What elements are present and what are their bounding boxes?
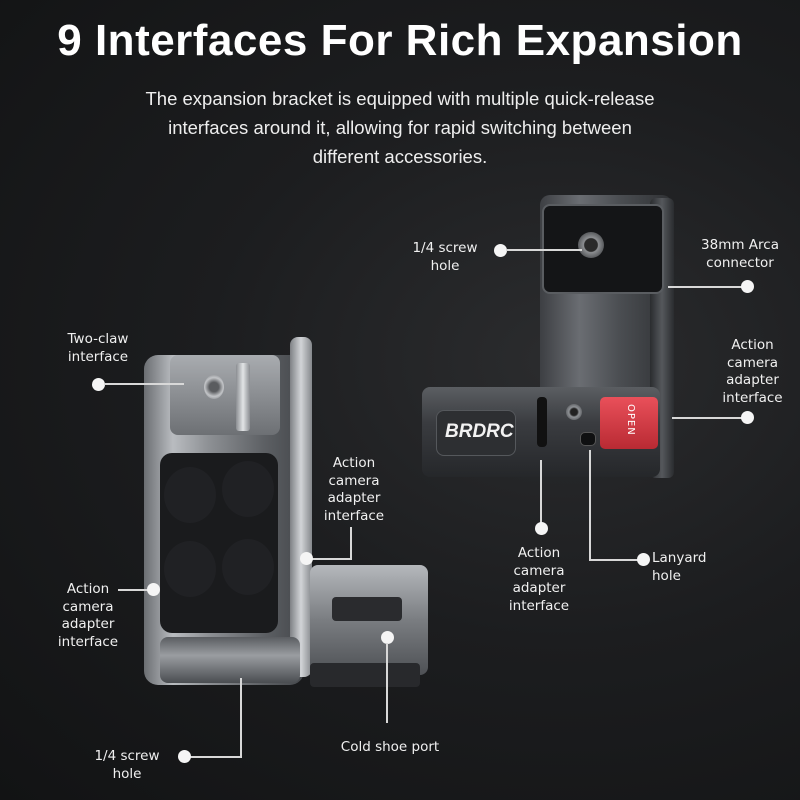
label-line: Action [332,455,376,471]
callout-label-right-bottom-adapter: Action camera adapter interface [500,545,578,615]
page-subtitle: The expansion bracket is equipped with m… [100,84,700,171]
callout-line [589,450,591,560]
callout-dot [381,631,394,644]
label-line: connector [706,254,774,271]
callout-line [350,527,352,559]
small-screw [566,404,582,420]
callout-dot [147,583,160,596]
callout-label-arca-connector: 38mm Arca connector [700,237,780,272]
callout-line [104,383,184,385]
label-line: camera [62,598,114,615]
label-line: 38mm Arca [701,237,779,253]
callout-label-lanyard-hole: Lanyard hole [652,550,712,585]
callout-dot [494,244,507,257]
screw-hole [578,232,604,258]
label-line: camera [328,472,380,489]
product-image-right: BRDRC OPEN [420,192,680,492]
claw-screw-hole [204,375,224,399]
callout-line [240,678,242,758]
callout-dot [300,552,313,565]
cold-shoe-slot [332,597,402,621]
label-line: adapter [61,616,115,632]
callout-dot [535,522,548,535]
label-line: Action [517,545,561,561]
lens-ring [164,467,216,523]
label-line: adapter [512,580,566,596]
label-line: adapter [726,372,779,388]
callout-line [668,286,744,288]
callout-line [118,589,150,591]
label-line: interface [722,389,783,406]
callout-dot [92,378,105,391]
brand-logo: BRDRC [445,421,514,442]
callout-dot [637,553,650,566]
label-line: Cold shoe port [340,739,440,755]
claw-hinge [236,363,250,431]
label-line: hole [112,765,142,782]
release-button-label: OPEN [625,404,636,436]
subtitle-line: interfaces around it, allowing for rapid… [168,117,632,138]
callout-line [589,559,639,561]
callout-line [506,249,582,251]
label-line: hole [430,257,460,274]
callout-label-right-screw-hole: 1/4 screw hole [405,240,485,275]
label-line: interface [323,507,385,524]
lens-ring [222,461,274,517]
label-line: camera [513,562,565,579]
callout-line [310,558,352,560]
callout-dot [741,411,754,424]
frame-edge [290,337,312,677]
callout-line [186,756,242,758]
callout-line [386,643,388,723]
label-line: hole [652,567,681,584]
callout-label-left-screw-hole: 1/4 screw hole [86,748,168,783]
label-line: interface [57,633,119,650]
callout-label-left-side-adapter: Action camera adapter interface [46,581,130,651]
label-line: Action [731,337,774,353]
page-title: 9 Interfaces For Rich Expansion [57,16,743,65]
bottom-lip [310,663,420,687]
callout-label-two-claw: Two-claw interface [58,331,138,366]
callout-line [540,460,542,524]
callout-dot [741,280,754,293]
brand-plate [436,410,516,456]
slot [537,397,547,447]
lens-ring [164,541,216,597]
label-line: 1/4 screw [94,748,160,764]
lanyard-hole-part [580,432,596,446]
subtitle-line: different accessories. [312,146,488,167]
callout-line [672,417,744,419]
label-line: 1/4 screw [412,240,478,256]
release-button [600,397,658,449]
callout-label-right-side-adapter: Action camera adapter interface [715,337,790,407]
product-image-left [140,335,430,695]
callout-label-left-mid-adapter: Action camera adapter interface [318,455,390,525]
clamp-bar [160,637,300,683]
label-line: Lanyard [652,550,707,566]
lens-ring [222,539,274,595]
label-line: interface [67,348,129,365]
two-claw-block [170,355,280,435]
callout-label-cold-shoe: Cold shoe port [330,739,450,757]
subtitle-line: The expansion bracket is equipped with m… [145,88,655,109]
label-line: interface [508,597,570,614]
label-line: adapter [327,490,381,506]
callout-dot [178,750,191,763]
label-line: Two-claw [67,331,129,347]
label-line: Action [66,581,110,597]
label-line: camera [727,354,778,371]
